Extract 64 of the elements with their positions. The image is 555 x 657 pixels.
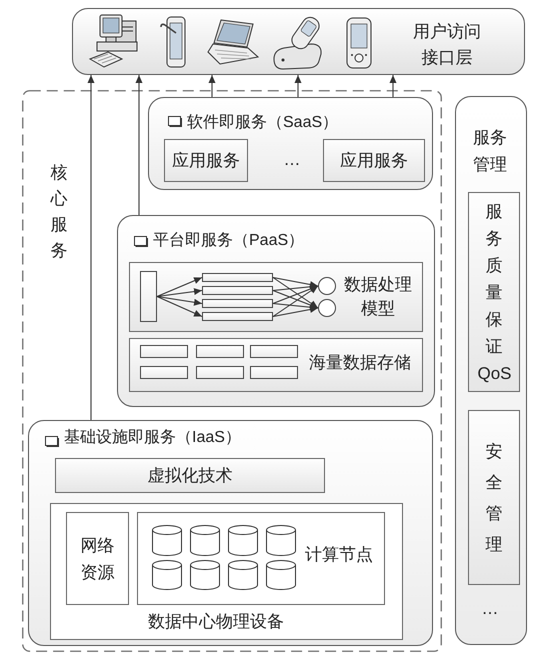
layer-title: 平台即服务（PaaS）: [153, 231, 306, 251]
box-label: 数据处理模型: [343, 274, 413, 320]
model-box: [129, 262, 423, 332]
storage-block: [250, 345, 298, 358]
virtualization-box: 虚拟化技术: [55, 458, 325, 493]
data-bar: [202, 273, 273, 282]
dashed-group-frame: [22, 90, 442, 652]
layer-box: [117, 215, 435, 407]
ellipsis-text: …: [282, 149, 302, 171]
database-cylinder: [228, 560, 258, 590]
storage-block: [196, 366, 244, 379]
data-bar: [202, 299, 273, 308]
layer-box: [148, 97, 433, 190]
arrow: [272, 286, 318, 317]
network-box: 网络资源: [66, 512, 129, 605]
arrow: [88, 74, 94, 420]
database-cylinder: [266, 525, 296, 556]
data-bar: [202, 312, 273, 321]
management-panel: [455, 96, 527, 645]
arrow: [156, 296, 202, 306]
box-label: 海量数据存储: [308, 352, 412, 374]
storage-block: [140, 345, 188, 358]
database-cylinder: [152, 560, 182, 590]
ellipsis-text: …: [480, 598, 500, 620]
arrow: [156, 288, 202, 297]
arrow: [136, 74, 142, 216]
layer-title: 用户访问接口层: [412, 21, 482, 69]
arrow: [272, 277, 318, 288]
storage-block: [140, 366, 188, 379]
compute-box: [137, 512, 385, 605]
group-title: 核心服务: [50, 162, 68, 262]
arrow: [272, 306, 318, 317]
qos-box: 服务质量保证QoS: [468, 192, 520, 392]
arrow: [272, 277, 318, 308]
layer-title: 软件即服务（SaaS）: [187, 113, 340, 133]
service-box: 应用服务: [164, 139, 248, 182]
arrow: [272, 286, 318, 304]
database-cylinder: [190, 560, 220, 590]
database-cylinder: [190, 525, 220, 556]
box-label: 数据中心物理设备: [147, 611, 285, 633]
arrow: [156, 277, 202, 297]
storage-block: [196, 345, 244, 358]
equipment-box: [50, 503, 403, 640]
model-circle: [318, 277, 336, 295]
arrow: [294, 74, 302, 98]
arrow: [156, 296, 202, 317]
arrow: [272, 290, 318, 308]
storage-block: [250, 366, 298, 379]
panel-title: 服务管理: [472, 127, 508, 176]
box-label: 计算节点: [304, 544, 374, 566]
storage-box: [129, 338, 423, 392]
arrow: [208, 74, 216, 98]
access-layer-panel: [72, 8, 525, 75]
model-circle: [318, 299, 336, 317]
database-cylinder: [228, 525, 258, 556]
service-box: 应用服务: [323, 139, 425, 182]
database-cylinder: [152, 525, 182, 556]
arrow: [390, 74, 396, 98]
database-cylinder: [266, 560, 296, 590]
input-block: [140, 271, 157, 322]
layer-box: [28, 420, 433, 646]
data-bar: [202, 286, 273, 295]
layer-title: 基础设施即服务（IaaS）: [64, 428, 242, 448]
security-box: 安全管理: [468, 410, 520, 585]
